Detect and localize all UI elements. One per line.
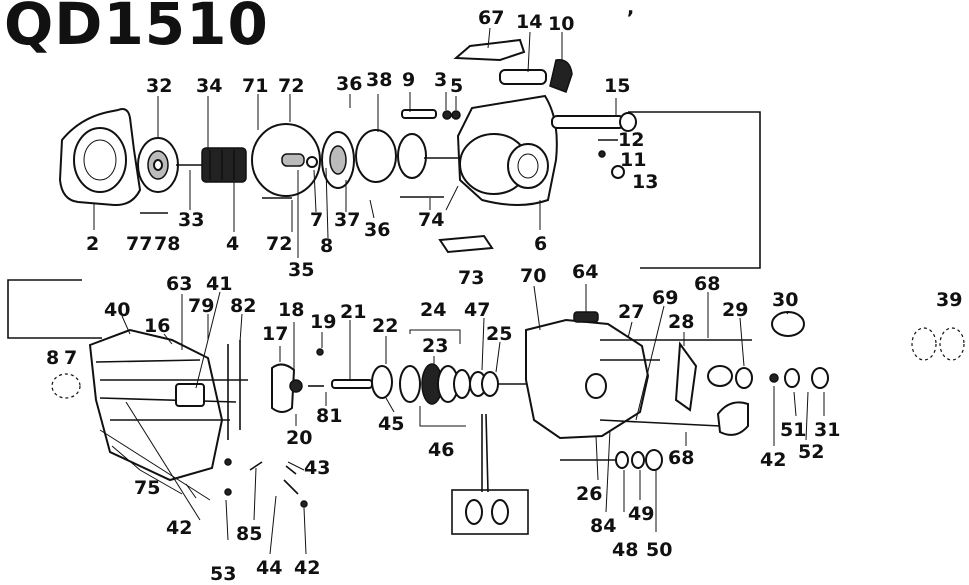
part-label-79: 79 (188, 295, 214, 317)
part-label-21: 21 (340, 301, 366, 323)
stray-mark: , (627, 0, 634, 19)
bottom-leader-lines (99, 284, 825, 555)
part-label-15: 15 (604, 75, 630, 97)
part-label-72-top: 72 (278, 75, 304, 97)
part-label-3: 3 (434, 69, 447, 91)
part-label-5: 5 (450, 75, 463, 97)
part-label-36: 36 (336, 73, 362, 95)
part-label-85: 85 (236, 523, 262, 545)
part-label-46: 46 (428, 439, 454, 461)
part-label-73: 73 (458, 267, 484, 289)
part-label-9: 9 (402, 69, 415, 91)
part-label-68-bottom: 68 (668, 447, 694, 469)
part-label-34: 34 (196, 75, 222, 97)
part-label-43: 43 (304, 457, 330, 479)
part-label-78: 78 (154, 233, 180, 255)
part-label-75: 75 (134, 477, 160, 499)
top-assembly-drawing (58, 38, 637, 254)
part-label-27: 27 (618, 301, 644, 323)
part-label-38: 38 (366, 69, 392, 91)
part-label-4: 4 (226, 233, 239, 255)
part-label-64: 64 (572, 261, 598, 283)
part-label-72-bottom: 72 (266, 233, 292, 255)
part-label-69: 69 (652, 287, 678, 309)
part-label-44: 44 (256, 557, 282, 579)
part-label-41: 41 (206, 273, 232, 295)
part-label-71: 71 (242, 75, 268, 97)
part-label-81: 81 (316, 405, 342, 427)
model-title: QD1510 (4, 0, 269, 58)
part-label-17: 17 (262, 323, 288, 345)
part-label-18: 18 (278, 299, 304, 321)
part-label-32: 32 (146, 75, 172, 97)
part-label-70: 70 (520, 265, 546, 287)
part-label-29: 29 (722, 299, 748, 321)
part-label-74: 74 (418, 209, 444, 231)
part-label-77: 77 (126, 233, 152, 255)
part-label-8-top: 8 (320, 235, 333, 257)
part-label-20: 20 (286, 427, 312, 449)
part-label-2: 2 (86, 233, 99, 255)
part-label-33: 33 (178, 209, 204, 231)
part-label-7-top: 7 (310, 209, 323, 231)
top-leader-lines (7, 27, 761, 339)
part-number-labels: 67 14 10 36 38 9 3 5 15 32 34 71 72 12 1… (46, 7, 962, 585)
part-label-42-right: 42 (760, 449, 786, 471)
part-label-13: 13 (632, 171, 658, 193)
part-label-37: 37 (334, 209, 360, 231)
part-label-10: 10 (548, 13, 574, 35)
part-label-16: 16 (144, 315, 170, 337)
part-label-35: 35 (288, 259, 314, 281)
part-label-25: 25 (486, 323, 512, 345)
part-label-48: 48 (612, 539, 638, 561)
part-label-30: 30 (772, 289, 798, 311)
part-label-28: 28 (668, 311, 694, 333)
part-label-12: 12 (618, 129, 644, 151)
part-label-23: 23 (422, 335, 448, 357)
part-label-42-mid: 42 (294, 557, 320, 579)
part-label-11: 11 (620, 149, 646, 171)
part-label-82: 82 (230, 295, 256, 317)
part-label-67: 67 (478, 7, 504, 29)
part-label-50: 50 (646, 539, 672, 561)
part-label-6: 6 (534, 233, 547, 255)
bottom-assembly-drawing (51, 311, 965, 535)
part-label-8-left: 8 (46, 347, 59, 369)
part-label-26: 26 (576, 483, 602, 505)
part-label-63: 63 (166, 273, 192, 295)
part-label-42-left: 42 (166, 517, 192, 539)
part-label-19: 19 (310, 311, 336, 333)
part-label-22: 22 (372, 315, 398, 337)
part-label-53: 53 (210, 563, 236, 585)
part-label-40: 40 (104, 299, 130, 321)
part-label-45: 45 (378, 413, 404, 435)
part-label-24: 24 (420, 299, 446, 321)
part-label-39: 39 (936, 289, 962, 311)
part-label-36-bottom: 36 (364, 219, 390, 241)
part-label-51: 51 (780, 419, 806, 441)
part-label-49: 49 (628, 503, 654, 525)
part-label-14: 14 (516, 11, 542, 33)
part-label-47: 47 (464, 299, 490, 321)
part-label-52: 52 (798, 441, 824, 463)
part-label-31: 31 (814, 419, 840, 441)
part-label-84: 84 (590, 515, 616, 537)
part-label-68-top: 68 (694, 273, 720, 295)
part-label-7-left: 7 (64, 347, 77, 369)
